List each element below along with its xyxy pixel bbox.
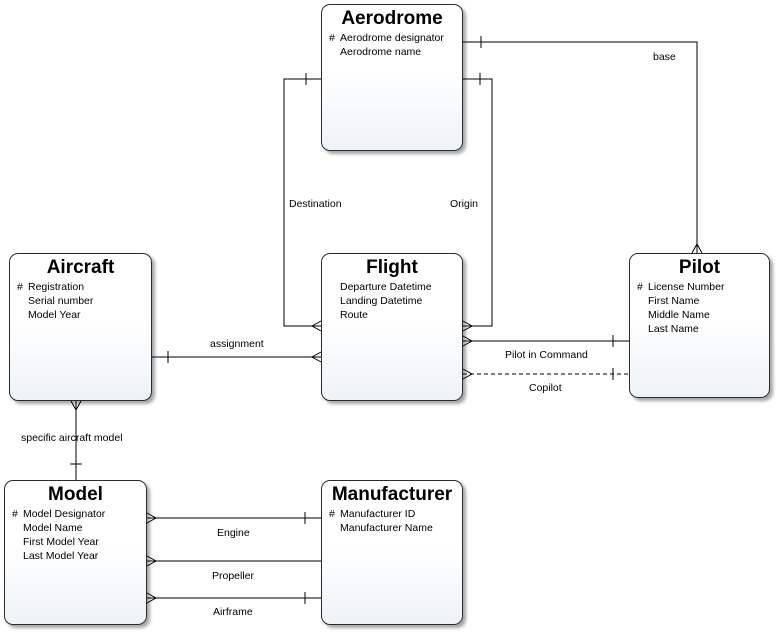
attribute-row: # Registration [10,280,151,294]
attribute-name: Manufacturer ID [340,508,416,520]
attribute-row: Landing Datetime [322,294,462,308]
label-destination: Destination [289,198,342,210]
attribute-name: License Number [648,281,725,293]
attribute-name: Manufacturer Name [340,522,433,534]
rel-propeller-crowfoot [146,555,158,567]
rel-aircraft-model-crowfoot [70,400,82,412]
attribute-name: Landing Datetime [340,295,423,307]
attribute-row: First Model Year [5,535,146,549]
entity-manufacturer[interactable]: Manufacturer # Manufacturer ID Manufactur… [321,480,463,625]
attribute-name: First Name [648,295,700,307]
key-marker: # [17,281,23,293]
label-base: base [653,51,676,63]
label-propeller: Propeller [212,570,255,582]
attribute-name: Aerodrome name [340,46,422,58]
attribute-name: Model Year [28,309,81,321]
attribute-row: Departure Datetime [322,280,462,294]
entity-aircraft[interactable]: Aircraft # Registration Serial number Mod… [9,253,152,401]
key-marker: # [329,32,335,44]
rel-base-line [463,41,698,253]
label-origin: Origin [450,198,479,210]
entity-model[interactable]: Model # Model Designator Model Name First… [4,480,147,625]
attribute-name: Model Name [23,522,83,534]
rel-destination-crowfoot [310,320,322,332]
label-assignment: assignment [210,338,264,350]
key-marker: # [329,508,335,520]
attribute-name: Route [340,309,369,321]
label-airframe: Airframe [213,606,253,618]
attribute-row: Manufacturer Name [322,521,462,535]
entity-pilot[interactable]: Pilot # License Number First Name Middle … [629,253,770,398]
attribute-name: Registration [28,281,85,293]
attribute-row: Middle Name [630,308,769,322]
attribute-row: # Model Designator [5,507,146,521]
attribute-name: Model Designator [23,508,106,520]
rel-assignment-crowfoot [310,351,322,363]
attribute-row: Last Name [630,322,769,336]
entity-title: Manufacturer [331,484,453,505]
attribute-row: Aerodrome name [322,45,462,59]
attribute-row: Route [322,308,462,322]
entity-title: Flight [366,257,418,278]
label-specific-aircraft-model: specific aircraft model [21,432,123,444]
key-marker: # [12,508,18,520]
label-engine: Engine [217,527,250,539]
entity-title: Aerodrome [341,8,443,29]
attribute-name: First Model Year [23,536,99,548]
label-copilot: Copilot [529,382,562,394]
attribute-row: First Name [630,294,769,308]
entity-title: Aircraft [46,257,115,278]
attribute-row: Last Model Year [5,549,146,563]
attribute-row: # License Number [630,280,769,294]
key-marker: # [637,281,643,293]
attribute-name: Departure Datetime [340,281,432,293]
attribute-name: Aerodrome designator [340,32,444,44]
rel-engine-crowfoot [146,512,158,524]
entity-title: Model [48,484,103,505]
attribute-row: # Aerodrome designator [322,31,462,45]
label-pilot-in-command: Pilot in Command [505,349,588,361]
attribute-name: Last Name [648,323,699,335]
rel-origin-line [463,78,493,327]
rel-airframe-crowfoot [146,592,158,604]
attribute-name: Last Model Year [23,550,99,562]
attribute-name: Middle Name [648,309,710,321]
rel-copilot-crowfoot [462,368,474,380]
rel-destination-line [283,78,321,327]
entity-flight[interactable]: Flight Departure Datetime Landing Dateti… [321,253,463,401]
attribute-name: Serial number [28,295,94,307]
rel-origin-crowfoot [462,320,474,332]
rel-base-crowfoot [691,242,703,254]
rel-pic-crowfoot [462,335,474,347]
entity-title: Pilot [678,257,721,278]
attribute-row: Model Year [10,308,151,322]
attribute-row: Model Name [5,521,146,535]
attribute-row: # Manufacturer ID [322,507,462,521]
attribute-row: Serial number [10,294,151,308]
entity-aerodrome[interactable]: Aerodrome # Aerodrome designator Aerodrom… [321,4,463,151]
